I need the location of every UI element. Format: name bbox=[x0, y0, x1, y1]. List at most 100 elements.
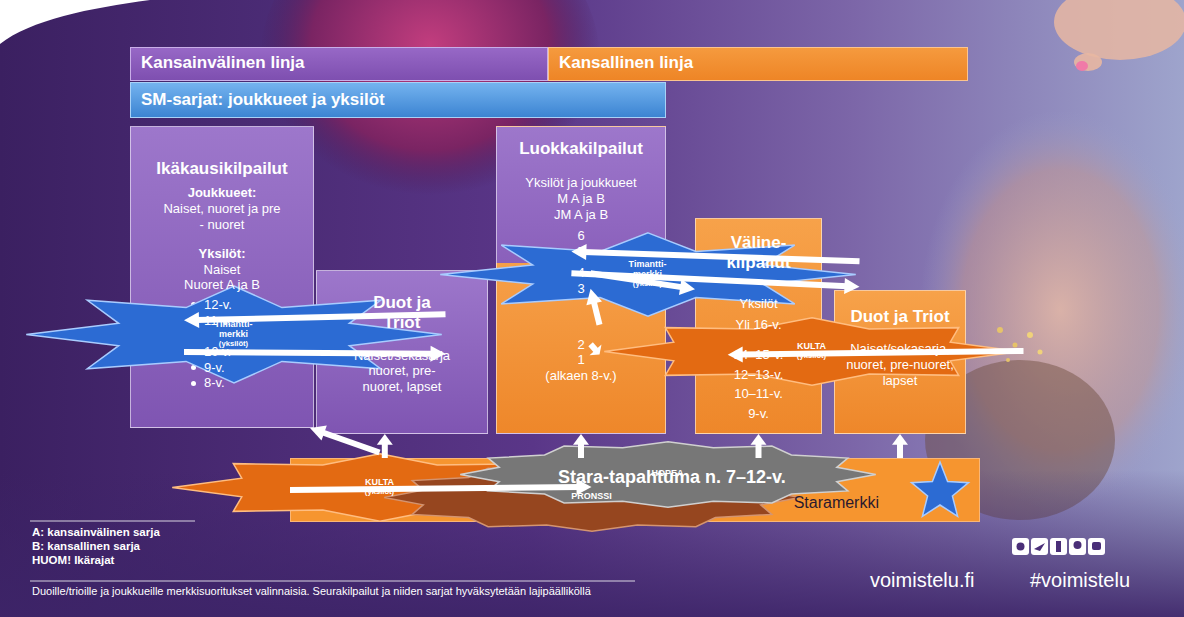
body-text: (yksilöt) bbox=[219, 340, 248, 348]
body-text: 10–11-v. bbox=[734, 386, 783, 402]
flow-arrow bbox=[573, 434, 589, 458]
arrow-head bbox=[679, 279, 695, 295]
flow-arrow bbox=[184, 312, 446, 328]
bullet-row: 8-v. bbox=[191, 375, 307, 391]
arrow-shaft bbox=[578, 443, 584, 458]
arrow-head bbox=[844, 278, 859, 294]
flow-arrow bbox=[571, 244, 859, 261]
arrow-head bbox=[892, 434, 908, 445]
competition-box: IkäkausikilpailutJoukkueet:Naiset, nuore… bbox=[130, 126, 314, 428]
arrow-head bbox=[573, 434, 589, 445]
flow-arrow bbox=[892, 434, 908, 458]
body-text: Yksilöt ja joukkueet bbox=[525, 175, 636, 191]
flow-arrow bbox=[310, 425, 380, 452]
arrow-head bbox=[571, 244, 586, 260]
arrow-head bbox=[184, 312, 199, 328]
body-text: 5 bbox=[577, 244, 584, 260]
label-holder: voimistelu.fi bbox=[870, 568, 974, 592]
arrow-shaft bbox=[591, 344, 597, 351]
heading-text: Kansainvälinen linja bbox=[141, 53, 304, 73]
arrow-head bbox=[310, 425, 327, 440]
track-header: Kansainvälinen linja bbox=[130, 47, 548, 81]
legend-note: HUOM! Ikärajat bbox=[32, 554, 114, 568]
body-text: Yli 16-v. bbox=[736, 317, 782, 333]
heading-text: Timantti-merkki bbox=[625, 260, 670, 280]
body-text: (yksilöt) bbox=[365, 488, 394, 496]
body-text: Staramerkki bbox=[794, 493, 879, 512]
flow-arrow bbox=[290, 479, 592, 495]
body-text: JM A ja B bbox=[554, 207, 608, 223]
arrow-shaft bbox=[897, 443, 903, 458]
flow-arrow bbox=[728, 347, 1024, 363]
badge-outline bbox=[26, 285, 442, 382]
body-text: Naiset/sekasarja nuoret, pre-nuoret, lap… bbox=[350, 348, 454, 395]
legend-note: A: kansainvälinen sarja bbox=[32, 526, 160, 540]
label-holder: Duoille/trioille ja joukkueille merkkisu… bbox=[32, 585, 672, 598]
flow-arrow bbox=[571, 273, 859, 294]
body-text: 12-v. bbox=[204, 297, 232, 313]
flow-arrow bbox=[751, 434, 767, 458]
body-text: 4 bbox=[577, 265, 584, 281]
heading-text: Luokkakilpailut bbox=[519, 139, 643, 159]
arrow-head bbox=[728, 347, 743, 363]
body-text: (yksilöt) bbox=[633, 280, 662, 288]
legend-note: B: kansallinen sarja bbox=[32, 540, 140, 554]
heading-text: Duot ja Triot bbox=[357, 293, 447, 334]
arrow-head bbox=[377, 434, 393, 445]
body-text: Nuoret A ja B bbox=[184, 277, 260, 293]
badge-outline bbox=[604, 317, 1020, 385]
footer-note: Duoille/trioille ja joukkueille merkkisu… bbox=[32, 585, 591, 598]
heading-text: KULTA bbox=[365, 478, 394, 488]
body-text: Yksilöt bbox=[739, 296, 777, 312]
label-holder: A: kansainvälinen sarja bbox=[32, 526, 160, 540]
competition-box: Duot ja TriotNaiset/sekasarja, nuoret, p… bbox=[834, 290, 966, 434]
flow-arrow bbox=[586, 289, 602, 325]
badge-outline bbox=[460, 441, 876, 507]
heading-text: KULTA bbox=[797, 342, 826, 352]
heading-text: Väline-kilpailut bbox=[709, 233, 809, 274]
arrow-shaft bbox=[571, 273, 847, 286]
arrow-head bbox=[430, 346, 445, 362]
heading-text: HOPEA bbox=[651, 469, 683, 479]
body-text: Naiset, nuoret ja pre - nuoret bbox=[163, 201, 281, 232]
body-text: 6 bbox=[577, 228, 584, 244]
body-text: M A ja B bbox=[557, 191, 605, 207]
badge: Timantti-merkki(yksilöt) bbox=[436, 232, 860, 317]
heading-text: Timantti-merkki bbox=[211, 320, 256, 340]
badge: KULTA(yksilöt) bbox=[600, 317, 1024, 386]
series-band: SM-sarjat: joukkueet ja yksilöt bbox=[130, 82, 666, 118]
heading-text: PRONSSI bbox=[571, 492, 612, 502]
arrow-shaft bbox=[740, 351, 1024, 355]
heading-text: Kansallinen linja bbox=[559, 53, 693, 73]
body-text: Naiset bbox=[204, 262, 241, 278]
arrow-shaft bbox=[184, 352, 434, 354]
body-text: 14–15-v. bbox=[734, 347, 784, 363]
body-text: Naiset/sekasarja, nuoret, pre-nuoret, la… bbox=[846, 341, 954, 388]
arrow-head bbox=[586, 289, 602, 305]
body-text: (alkaen 8-v.) bbox=[545, 368, 616, 384]
hashtag: #voimistelu bbox=[1030, 568, 1130, 592]
body-text: Joukkueet: bbox=[188, 185, 257, 201]
label-holder: B: kansallinen sarja bbox=[32, 540, 140, 554]
arrow-shaft bbox=[321, 432, 379, 453]
body-text: 12–13-v. bbox=[734, 367, 784, 383]
arrow-shaft bbox=[594, 300, 600, 324]
badge-outline bbox=[440, 232, 856, 315]
body-text: 9-v. bbox=[748, 406, 769, 422]
arrow-shaft bbox=[591, 273, 684, 287]
body-text: (yksilöt) bbox=[797, 352, 826, 360]
heading-text: Ikäkausikilpailut bbox=[156, 159, 287, 179]
flow-arrow bbox=[184, 346, 446, 362]
star-icon bbox=[912, 462, 969, 516]
arrow-shaft bbox=[583, 252, 859, 261]
arrow-head bbox=[751, 434, 767, 445]
arrow-head bbox=[590, 345, 602, 356]
flow-arrow bbox=[590, 344, 602, 355]
arrow-head bbox=[576, 479, 591, 495]
arrow-shaft bbox=[756, 443, 762, 458]
body-text: 2 bbox=[577, 337, 584, 353]
arrow-shaft bbox=[196, 314, 446, 320]
label-holder: HUOM! Ikärajat bbox=[32, 554, 114, 568]
label-holder: #voimistelu bbox=[1030, 568, 1130, 592]
